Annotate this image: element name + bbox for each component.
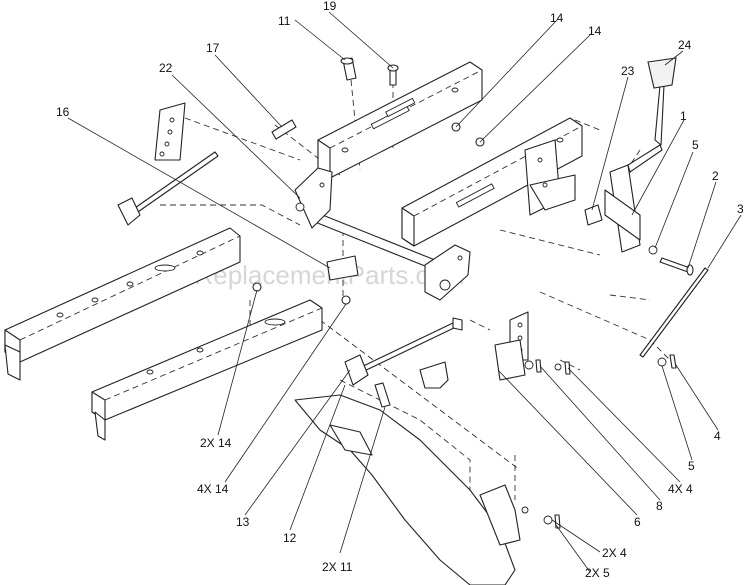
callout-24: 24 (678, 38, 692, 52)
nut-14-lower (341, 295, 351, 305)
left-frame-rail (4, 227, 241, 381)
rod-3 (639, 267, 709, 358)
clip-washers-right (657, 354, 677, 369)
callout-labels: 19 11 14 14 17 22 16 23 24 1 5 2 3 4 5 4… (56, 0, 744, 580)
nut-14-left (252, 282, 262, 292)
callout-2: 2 (712, 169, 719, 183)
callout-14-a: 14 (550, 11, 564, 25)
callout-12: 12 (283, 531, 297, 545)
callout-2x4: 2X 4 (602, 546, 627, 560)
callout-13: 13 (236, 515, 250, 529)
callout-3: 3 (737, 202, 744, 216)
bolt-11 (340, 57, 357, 81)
lever-knob (647, 57, 677, 89)
axle-plate-right (424, 244, 471, 301)
callout-2x14: 2X 14 (200, 436, 232, 450)
clamp-bracket (419, 361, 449, 389)
leader-lines (67, 11, 742, 573)
deck-casting (294, 394, 529, 585)
height-plate-upper (154, 102, 186, 161)
callout-6: 6 (634, 515, 641, 529)
bolt-2 (659, 257, 694, 276)
callout-1: 1 (680, 109, 687, 123)
callout-16: 16 (56, 105, 70, 119)
washer-5-upper (648, 245, 658, 255)
callout-2x5: 2X 5 (585, 566, 610, 580)
callout-4x14: 4X 14 (197, 482, 229, 496)
spacer-bushing (584, 204, 603, 226)
callout-5-upper: 5 (692, 138, 699, 152)
callout-11: 11 (278, 14, 291, 28)
bolt-12 (374, 382, 391, 408)
upper-center-rail (317, 61, 483, 179)
callout-4x4: 4X 4 (668, 482, 693, 496)
link-rod-lower (344, 317, 463, 386)
callout-17: 17 (206, 41, 220, 55)
callout-2x11: 2X 11 (322, 560, 353, 574)
callout-22: 22 (159, 61, 173, 75)
callout-8: 8 (656, 499, 663, 513)
washer-clip-bottom (543, 514, 561, 529)
link-rod-upper (117, 151, 219, 226)
lift-lever (604, 84, 665, 253)
height-plate-right (494, 311, 529, 381)
callout-23: 23 (621, 64, 635, 78)
callout-14-b: 14 (588, 24, 602, 38)
axle-plate-left (294, 167, 333, 229)
callout-5-lower: 5 (688, 459, 695, 473)
axle-clamp (326, 255, 359, 281)
washers-row (524, 359, 571, 375)
callout-4: 4 (714, 429, 721, 443)
callout-19: 19 (323, 0, 337, 13)
spring-17 (271, 119, 297, 140)
lower-frame-rail (91, 299, 323, 441)
mounting-bracket (524, 139, 576, 216)
